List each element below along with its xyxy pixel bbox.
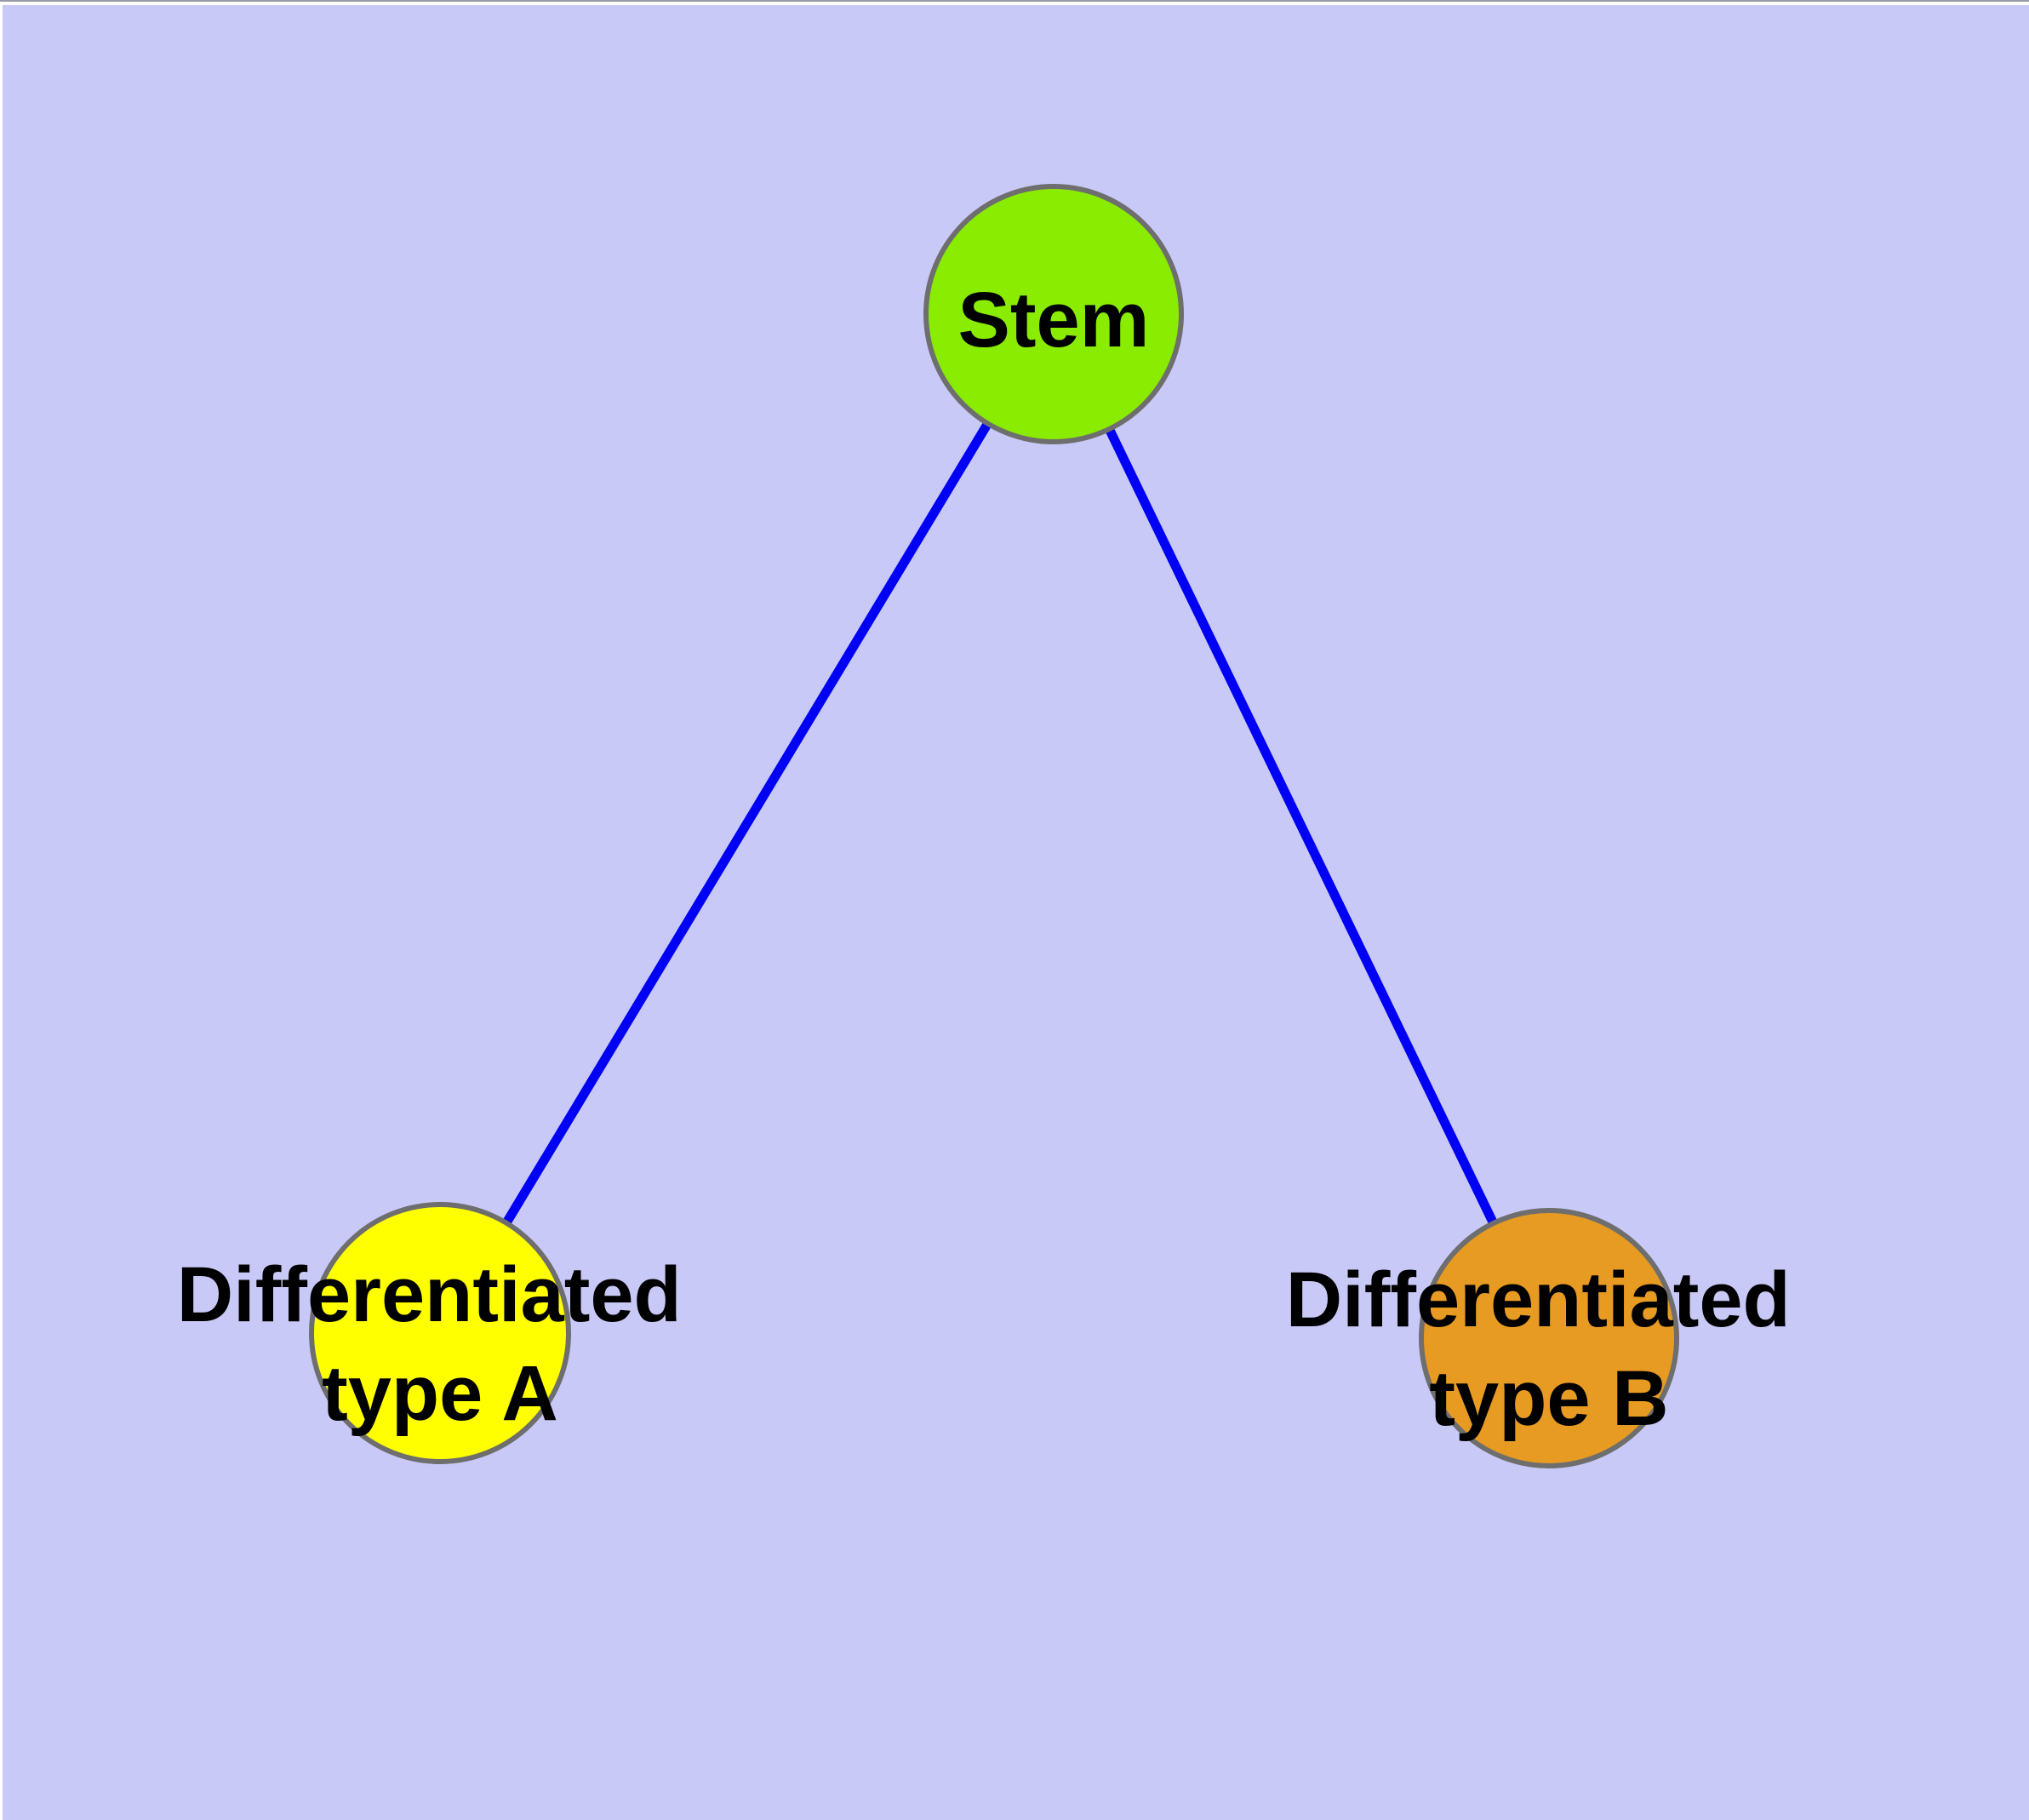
edge-layer xyxy=(436,312,1553,1341)
node-stem-circle xyxy=(923,184,1184,444)
node-differentiated-type-a: Differentiated type A xyxy=(177,1202,704,1464)
node-differentiated-type-b: Differentiated type B xyxy=(1286,1208,1813,1468)
node-differentiated-type-b-label-line1: Differentiated xyxy=(1286,1256,1791,1343)
node-differentiated-type-b-label-line2: type B xyxy=(1429,1355,1668,1442)
node-differentiated-type-b-label: Differentiated type B xyxy=(1286,1256,1813,1442)
window-top-margin xyxy=(0,2,2029,5)
node-differentiated-type-a-label-line2: type A xyxy=(322,1350,558,1437)
node-differentiated-type-a-circle xyxy=(309,1202,571,1464)
node-stem-label: Stem xyxy=(958,277,1150,363)
edge-stem-to-type-a xyxy=(436,312,1058,1336)
node-differentiated-type-b-circle xyxy=(1419,1208,1679,1468)
node-stem: Stem xyxy=(923,184,1184,444)
edge-stem-to-type-b xyxy=(1049,312,1553,1341)
node-differentiated-type-a-label-line1: Differentiated xyxy=(177,1251,682,1338)
window-top-edge-line xyxy=(0,0,2029,2)
window-left-margin xyxy=(0,0,3,1820)
node-differentiated-type-a-label: Differentiated type A xyxy=(177,1251,704,1437)
